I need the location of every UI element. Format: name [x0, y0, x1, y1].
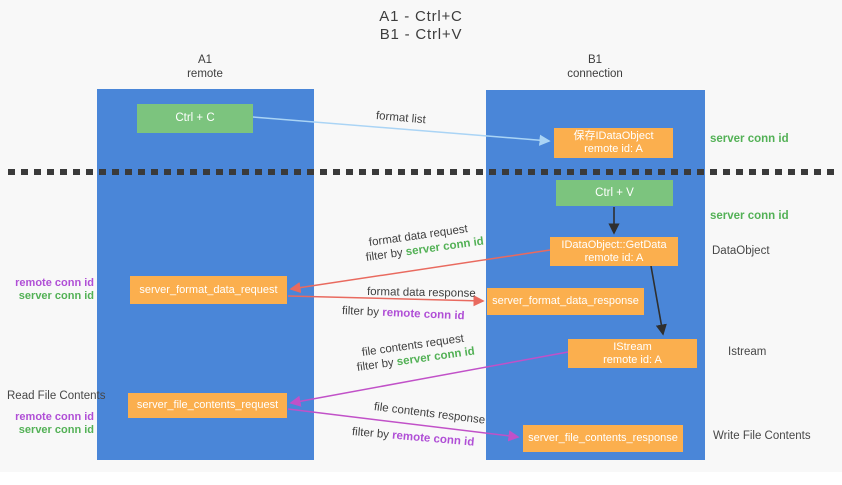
lane-b1-role: connection: [567, 67, 623, 80]
remote-conn-id-text: remote conn id: [15, 277, 94, 289]
node-getdata-line1: IDataObject::GetData: [561, 238, 667, 251]
node-format-response-label: server_format_data_response: [492, 295, 639, 307]
server-conn-id-text: server conn id: [18, 423, 94, 436]
label-filter-by-remote-conn-id-1: filter by remote conn id: [342, 305, 465, 322]
node-istream-line2: remote id: A: [603, 353, 662, 366]
node-server-file-contents-request: server_file_contents_request: [128, 393, 287, 418]
server-conn-id-text: server conn id: [18, 289, 94, 302]
label-format-list: format list: [375, 110, 427, 127]
lane-a1-name: A1: [197, 54, 213, 66]
label-server-conn-id-right-2: server conn id: [710, 210, 789, 222]
label-write-file-contents: Write File Contents: [713, 430, 811, 442]
node-server-format-data-request: server_format_data_request: [130, 276, 287, 304]
remote-conn-id-text: remote conn id: [391, 429, 475, 449]
remote-conn-id-text: remote conn id: [15, 411, 94, 423]
lane-header-a1: A1 remote: [145, 54, 265, 81]
node-file-request-label: server_file_contents_request: [136, 399, 279, 411]
conn-id-stack-2: remote conn id server conn id: [10, 411, 94, 436]
node-istream: IStream remote id: A: [568, 339, 697, 368]
node-ctrl-c-label: Ctrl + C: [175, 112, 215, 124]
filter-by-text: filter by: [341, 305, 383, 319]
node-idataobject-getdata: IDataObject::GetData remote id: A: [550, 237, 678, 266]
node-ctrl-c: Ctrl + C: [137, 104, 253, 133]
node-getdata-line2: remote id: A: [584, 251, 644, 264]
lane-header-b1: B1 connection: [535, 54, 655, 81]
node-istream-line1: IStream: [613, 340, 652, 353]
session-divider: [8, 169, 836, 175]
remote-conn-id-text: remote conn id: [381, 306, 465, 323]
title-line-1: A1 - Ctrl+C: [379, 8, 463, 25]
filter-by-text: filter by: [351, 426, 393, 442]
lane-b1-name: B1: [587, 54, 603, 66]
label-istream: Istream: [728, 346, 767, 358]
node-file-response-label: server_file_contents_response: [528, 432, 678, 444]
label-format-data-response: format data response: [366, 286, 476, 300]
node-ctrl-v-label: Ctrl + V: [595, 186, 634, 199]
node-save-idataobject-line2: remote id: A: [584, 143, 643, 155]
lane-a1-role: remote: [187, 67, 223, 80]
title-line-2: B1 - Ctrl+V: [379, 26, 463, 43]
node-ctrl-v: Ctrl + V: [556, 180, 673, 206]
label-dataobject: DataObject: [712, 245, 770, 257]
label-file-contents-response: file contents response: [373, 401, 486, 427]
node-save-idataobject: 保存IDataObject remote id: A: [554, 128, 673, 158]
node-format-request-label: server_format_data_request: [139, 283, 278, 296]
diagram-title: A1 - Ctrl+C B1 - Ctrl+V: [0, 8, 842, 44]
node-server-format-data-response: server_format_data_response: [487, 288, 644, 315]
label-server-conn-id-right-1: server conn id: [710, 133, 789, 145]
bottom-strip: [0, 472, 842, 485]
filter-by-text: filter by: [365, 246, 407, 264]
filter-by-text: filter by: [356, 356, 398, 374]
node-save-idataobject-line1: 保存IDataObject: [573, 130, 654, 142]
label-filter-by-remote-conn-id-2: filter by remote conn id: [351, 426, 474, 449]
conn-id-stack-1: remote conn id server conn id: [10, 277, 94, 302]
label-read-file-contents: Read File Contents: [7, 390, 106, 402]
node-server-file-contents-response: server_file_contents_response: [523, 425, 683, 452]
